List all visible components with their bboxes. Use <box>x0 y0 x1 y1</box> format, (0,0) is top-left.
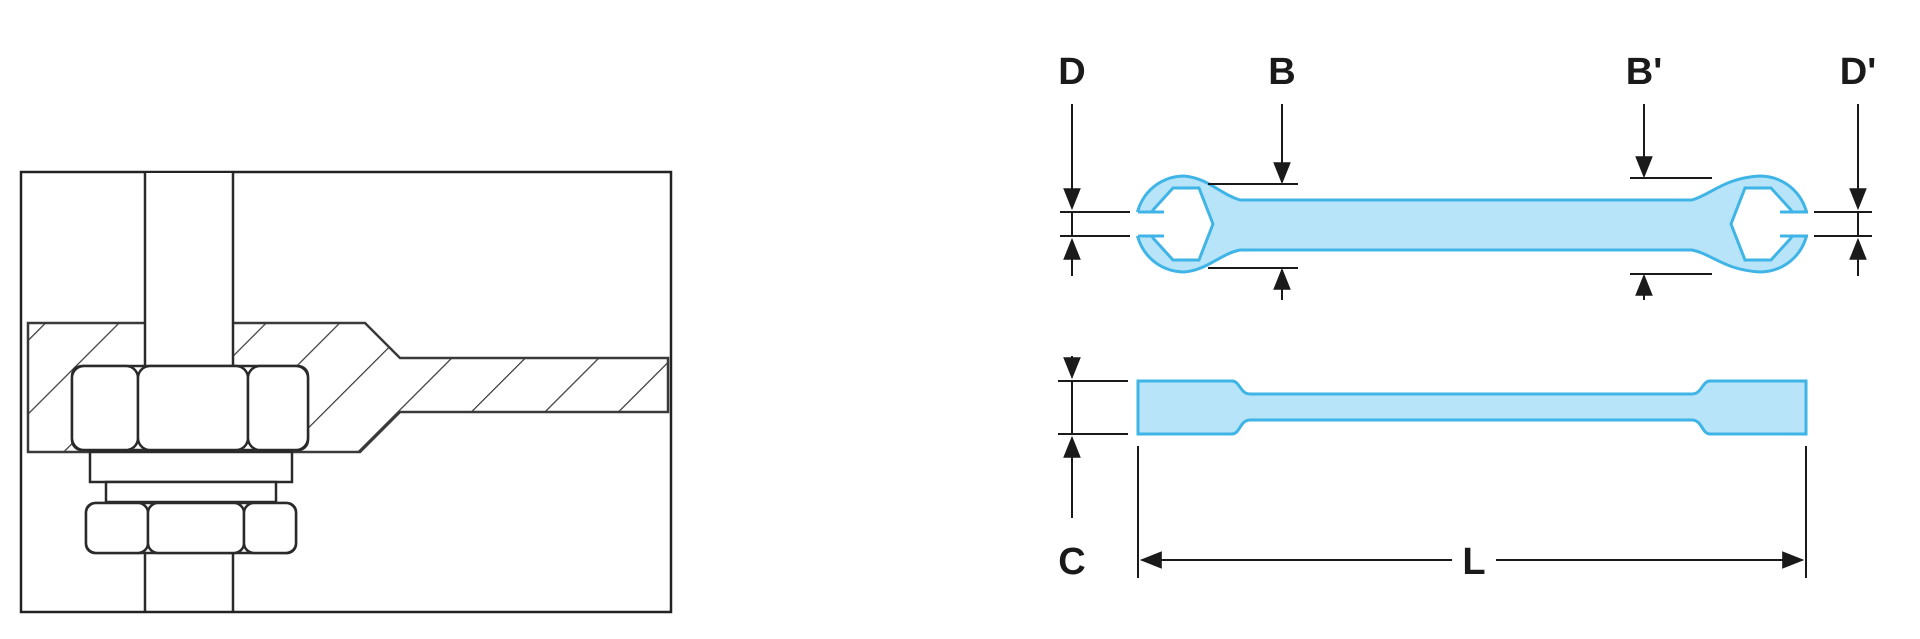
left-hex-opening <box>1151 186 1215 262</box>
collar <box>88 450 294 484</box>
dim-label-b: B <box>1268 51 1295 93</box>
collar-neck <box>104 480 278 504</box>
wrench-body <box>1134 174 1810 274</box>
pipe-upper <box>145 173 233 373</box>
dimension-drawing: D B B' D' C L <box>1058 51 1876 583</box>
wrench-side-view <box>1136 379 1808 436</box>
dim-label-l: L <box>1462 541 1485 583</box>
usage-illustration <box>19 170 673 614</box>
right-jaw-slot <box>1770 212 1812 236</box>
left-jaw-slot <box>1134 212 1174 236</box>
right-hex-opening <box>1729 186 1793 262</box>
fitting-nut <box>84 501 298 555</box>
flare-nut <box>70 364 310 452</box>
wrench-top-view <box>1134 174 1812 274</box>
dimension-lines <box>1058 104 1872 578</box>
dim-label-b-prime: B' <box>1626 51 1662 93</box>
dim-label-c: C <box>1058 541 1085 583</box>
dim-label-d-prime: D' <box>1840 51 1876 93</box>
dim-label-d: D <box>1058 51 1085 93</box>
